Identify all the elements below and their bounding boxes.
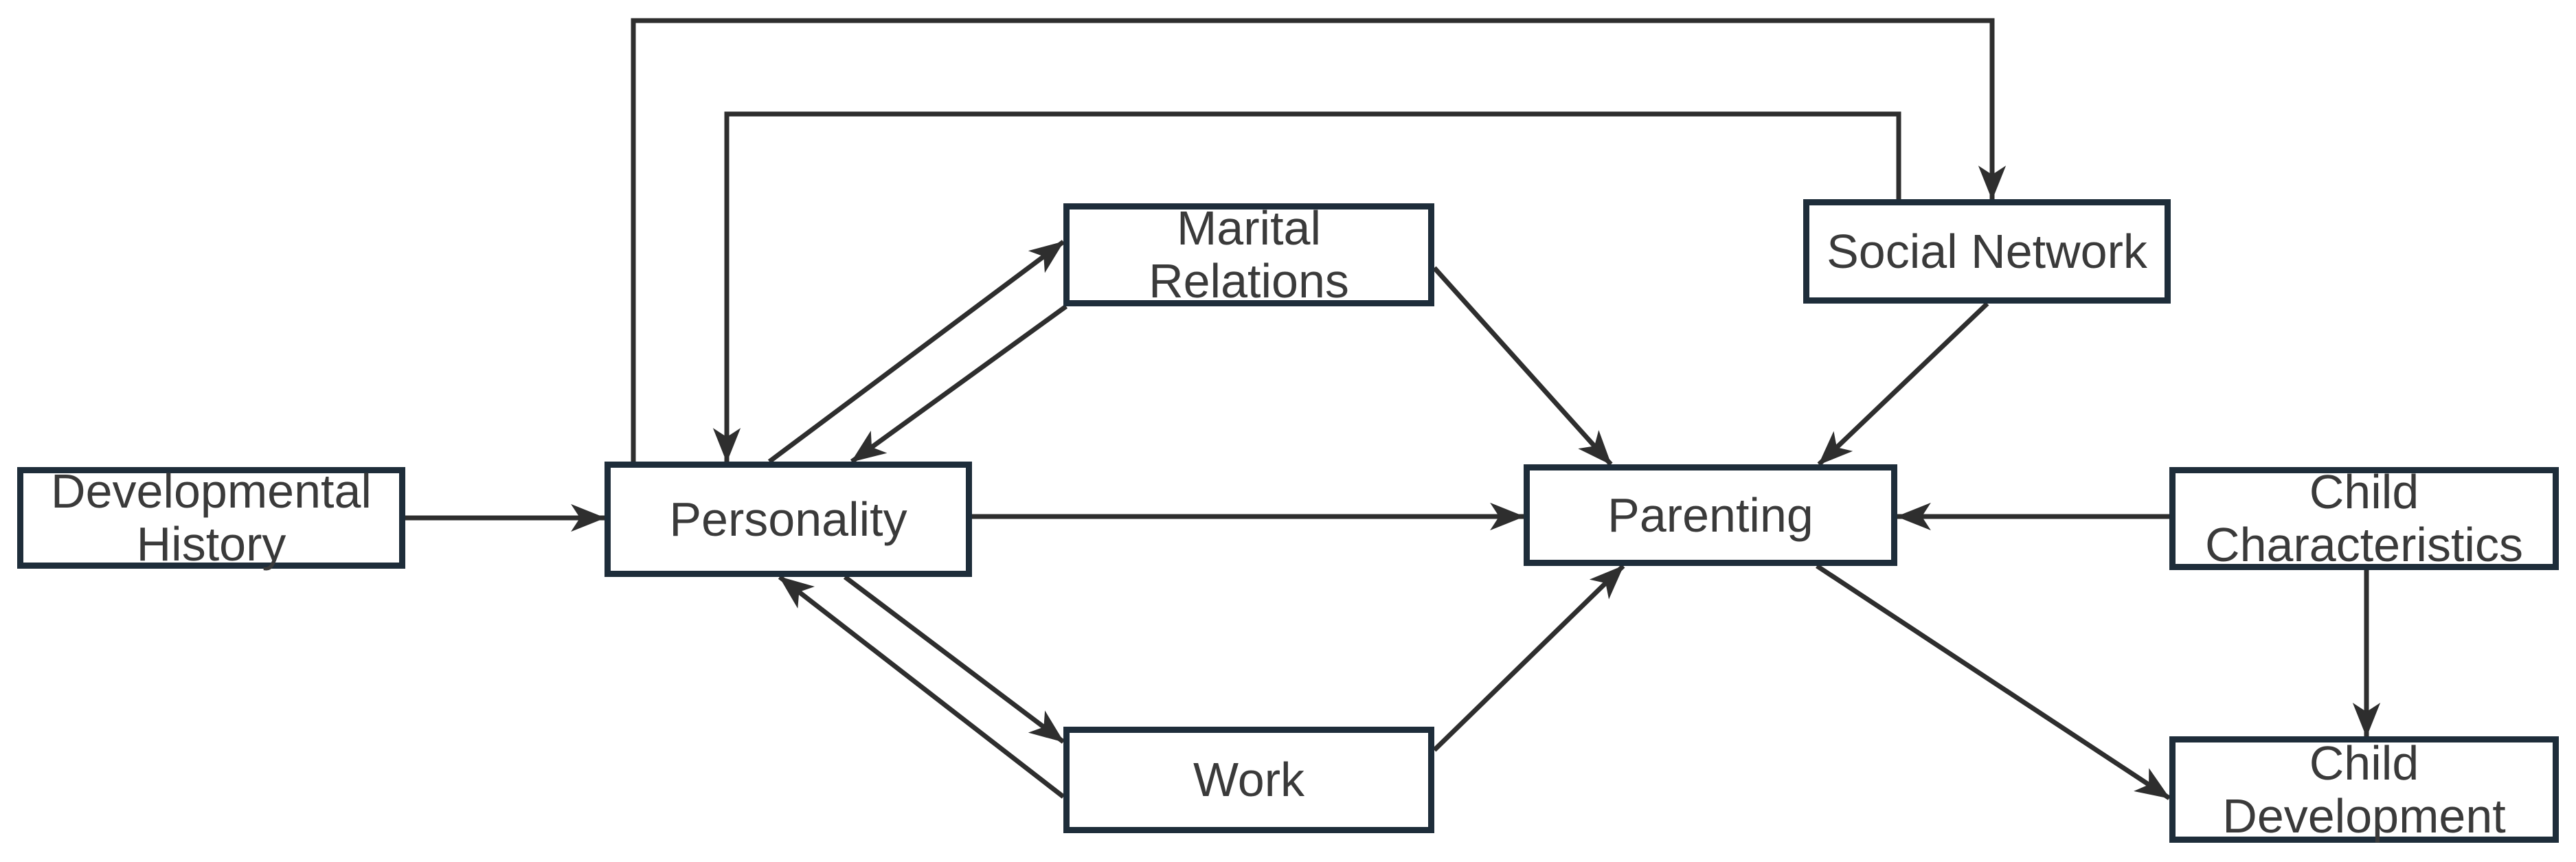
edge-personality-to-work: [843, 575, 1065, 744]
node-social-network: Social Network: [1803, 199, 2171, 304]
node-label-work: Work: [1193, 753, 1305, 806]
node-child-characteristics: Child Characteristics: [2169, 465, 2559, 571]
edge-work-to-parenting: [1432, 564, 1625, 752]
node-label-marital-relations: Marital Relations: [1149, 201, 1349, 308]
edge-personality-to-marital-relations: [767, 240, 1065, 464]
edge-social-network-to-personality: [712, 111, 1901, 463]
edge-marital-relations-to-personality: [850, 304, 1068, 464]
edge-personality-to-social-network: [631, 18, 2007, 462]
node-developmental-history: Developmental History: [17, 464, 405, 571]
node-label-personality: Personality: [669, 492, 907, 546]
edge-marital-relations-to-parenting: [1432, 266, 1613, 466]
node-work: Work: [1063, 727, 1434, 833]
node-label-developmental-history: Developmental History: [51, 464, 372, 571]
node-personality: Personality: [605, 462, 972, 577]
node-label-child-development: Child Development: [2222, 736, 2506, 843]
node-label-child-characteristics: Child Characteristics: [2205, 465, 2523, 571]
edge-social-network-to-parenting: [1817, 302, 1989, 466]
node-label-social-network: Social Network: [1827, 224, 2147, 278]
edge-parenting-to-child-development: [1816, 564, 2171, 800]
node-marital-relations: Marital Relations: [1063, 201, 1434, 308]
node-label-parenting: Parenting: [1607, 488, 1814, 542]
node-child-development: Child Development: [2169, 736, 2559, 843]
node-parenting: Parenting: [1524, 464, 1897, 566]
edge-work-to-personality: [778, 575, 1065, 799]
